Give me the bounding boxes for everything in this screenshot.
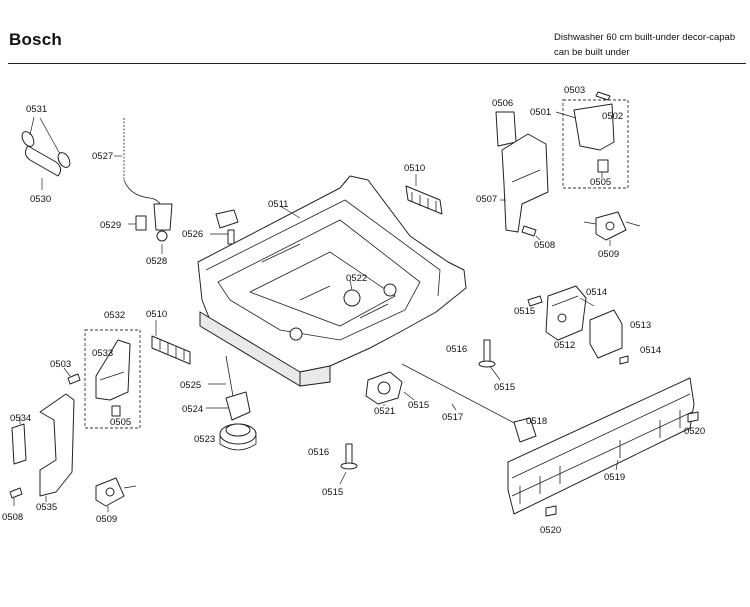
callout-0521: 0521	[374, 406, 395, 417]
callout-0529: 0529	[100, 220, 121, 231]
rod-0525	[208, 355, 235, 403]
callout-0503-left: 0503	[50, 359, 71, 370]
callout-0502: 0502	[602, 111, 623, 122]
front-panel-0519	[507, 377, 695, 515]
housing-0512	[545, 285, 587, 341]
group-box-0532	[84, 329, 141, 429]
model-description: Dishwasher 60 cm built-under decor-capab…	[554, 30, 750, 60]
bracket-0510-top	[405, 174, 443, 215]
callout-0507: 0507	[476, 194, 497, 205]
spring-hose-0527	[114, 118, 173, 254]
brand-title: Bosch	[9, 30, 62, 49]
part-0534	[11, 416, 27, 465]
callout-0511: 0511	[268, 199, 288, 210]
header-divider	[8, 63, 746, 64]
callout-0531: 0531	[26, 104, 47, 115]
callout-0515-bottom: 0515	[322, 487, 343, 498]
clip-0526	[210, 209, 239, 245]
pump-wheel-0523	[219, 423, 257, 451]
cover-0513	[589, 309, 623, 359]
callout-0533: 0533	[92, 348, 113, 359]
part-0506	[495, 111, 517, 147]
part-0508-left	[9, 487, 23, 506]
screw-0516-top	[478, 339, 501, 381]
bracket-0510-left	[151, 320, 191, 365]
callout-0509-left: 0509	[96, 514, 117, 525]
callout-0528: 0528	[146, 256, 167, 267]
screw-0516-bottom	[339, 443, 358, 485]
lever-0524	[206, 391, 251, 421]
part-0507	[500, 133, 549, 233]
screw-0520-bottom	[545, 505, 557, 517]
callout-0509-top: 0509	[598, 249, 619, 260]
group-box-0501	[562, 99, 629, 189]
callout-0515-right: 0515	[514, 306, 535, 317]
hose-piece-0530	[21, 116, 71, 190]
description-line-1: Dishwasher 60 cm built-under decor-capab	[554, 32, 736, 43]
part-0515-right	[527, 295, 543, 307]
callout-0534: 0534	[10, 413, 31, 424]
callout-0515-valve: 0515	[408, 400, 429, 411]
part-0533-bracket	[95, 339, 131, 417]
screw-0520-right	[687, 411, 699, 423]
callout-0532: 0532	[104, 310, 125, 321]
part-0535-bracket	[39, 393, 75, 502]
callout-0514-bottom: 0514	[640, 345, 661, 356]
callout-0501: 0501	[530, 107, 551, 118]
callout-0517: 0517	[442, 412, 463, 423]
callout-0520-bottom: 0520	[540, 525, 561, 536]
callout-0505-top: 0505	[590, 177, 611, 188]
callout-0514-top: 0514	[586, 287, 607, 298]
part-0502-0503-0505	[555, 91, 615, 178]
part-0509-top	[583, 211, 641, 246]
part-0509-left	[95, 477, 137, 512]
callout-0525: 0525	[180, 380, 201, 391]
callout-0530: 0530	[30, 194, 51, 205]
callout-0512: 0512	[554, 340, 575, 351]
callout-0506: 0506	[492, 98, 513, 109]
callout-0516-bottom: 0516	[308, 447, 329, 458]
callout-0523: 0523	[194, 434, 215, 445]
callout-0515-mid: 0515	[494, 382, 515, 393]
part-0503-left	[63, 367, 81, 385]
callout-0524: 0524	[182, 404, 203, 415]
callout-0518: 0518	[526, 416, 547, 427]
callout-0526: 0526	[182, 229, 203, 240]
callout-0535: 0535	[36, 502, 57, 513]
plug-0518	[513, 417, 537, 443]
valve-0521	[365, 371, 415, 406]
description-line-2: can be built under	[554, 47, 630, 58]
callout-0508-left: 0508	[2, 512, 23, 523]
callout-0510-left: 0510	[146, 309, 167, 320]
callout-0513: 0513	[630, 320, 651, 331]
callout-0503-top: 0503	[564, 85, 585, 96]
callout-0520-right: 0520	[684, 426, 705, 437]
callout-0522: 0522	[346, 273, 367, 284]
rod-0517	[401, 363, 521, 427]
callout-0519: 0519	[604, 472, 625, 483]
screw-0514	[579, 297, 629, 365]
callout-0527: 0527	[92, 151, 113, 162]
callout-0505-left: 0505	[110, 417, 131, 428]
callout-0510-top: 0510	[404, 163, 425, 174]
callout-labels: 0531 0530 0527 0529 0528 0526 0511 0510 …	[2, 85, 705, 536]
part-0508-top	[521, 225, 541, 241]
callout-0508-top: 0508	[534, 240, 555, 251]
base-tub-0511	[197, 175, 467, 387]
callout-0516-top: 0516	[446, 344, 467, 355]
